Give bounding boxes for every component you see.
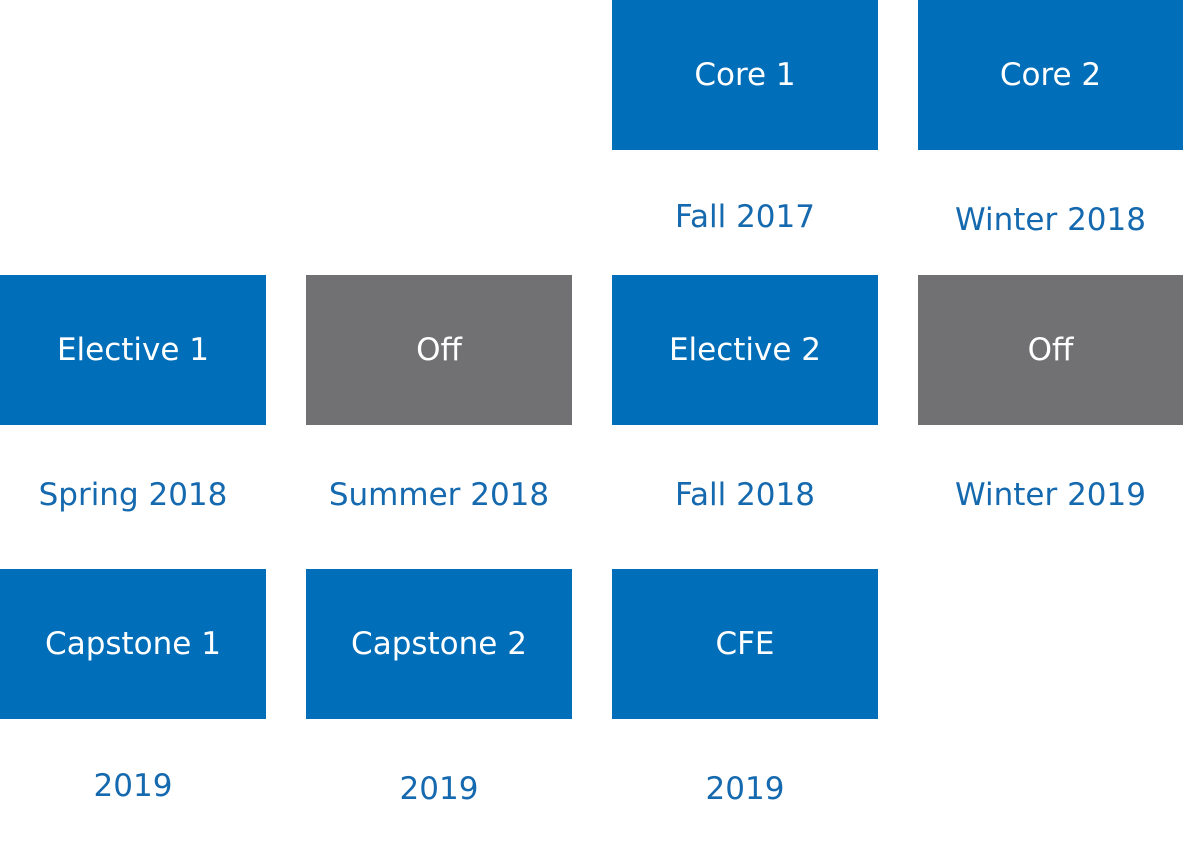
course-box: Elective 1 [0,275,266,425]
schedule-cell-off-summer: Off Summer 2018 [306,275,572,513]
off-box: Off [306,275,572,425]
schedule-cell-cfe: CFE 2019 [612,569,878,807]
course-box: CFE [612,569,878,719]
term-label: Fall 2018 [675,477,815,513]
course-box: Capstone 2 [306,569,572,719]
term-label: Summer 2018 [328,477,550,513]
course-box: Capstone 1 [0,569,266,719]
term-label: 2019 [93,768,173,804]
schedule-cell-capstone-2: Capstone 2 2019 [306,569,572,807]
schedule-cell-core-2: Core 2 Winter 2018 [918,0,1183,238]
term-label: Winter 2018 [955,202,1146,238]
schedule-cell-core-1: Core 1 Fall 2017 [612,0,878,235]
course-box: Elective 2 [612,275,878,425]
course-box: Core 1 [612,0,878,150]
term-label: 2019 [399,771,479,807]
schedule-cell-off-winter: Off Winter 2019 [918,275,1183,513]
term-label: Spring 2018 [38,477,228,513]
course-box: Core 2 [918,0,1183,150]
term-label: Fall 2017 [675,199,815,235]
schedule-cell-elective-2: Elective 2 Fall 2018 [612,275,878,513]
schedule-cell-capstone-1: Capstone 1 2019 [0,569,266,804]
term-label: 2019 [705,771,785,807]
off-box: Off [918,275,1183,425]
term-label: Winter 2019 [955,477,1146,513]
schedule-cell-elective-1: Elective 1 Spring 2018 [0,275,266,513]
